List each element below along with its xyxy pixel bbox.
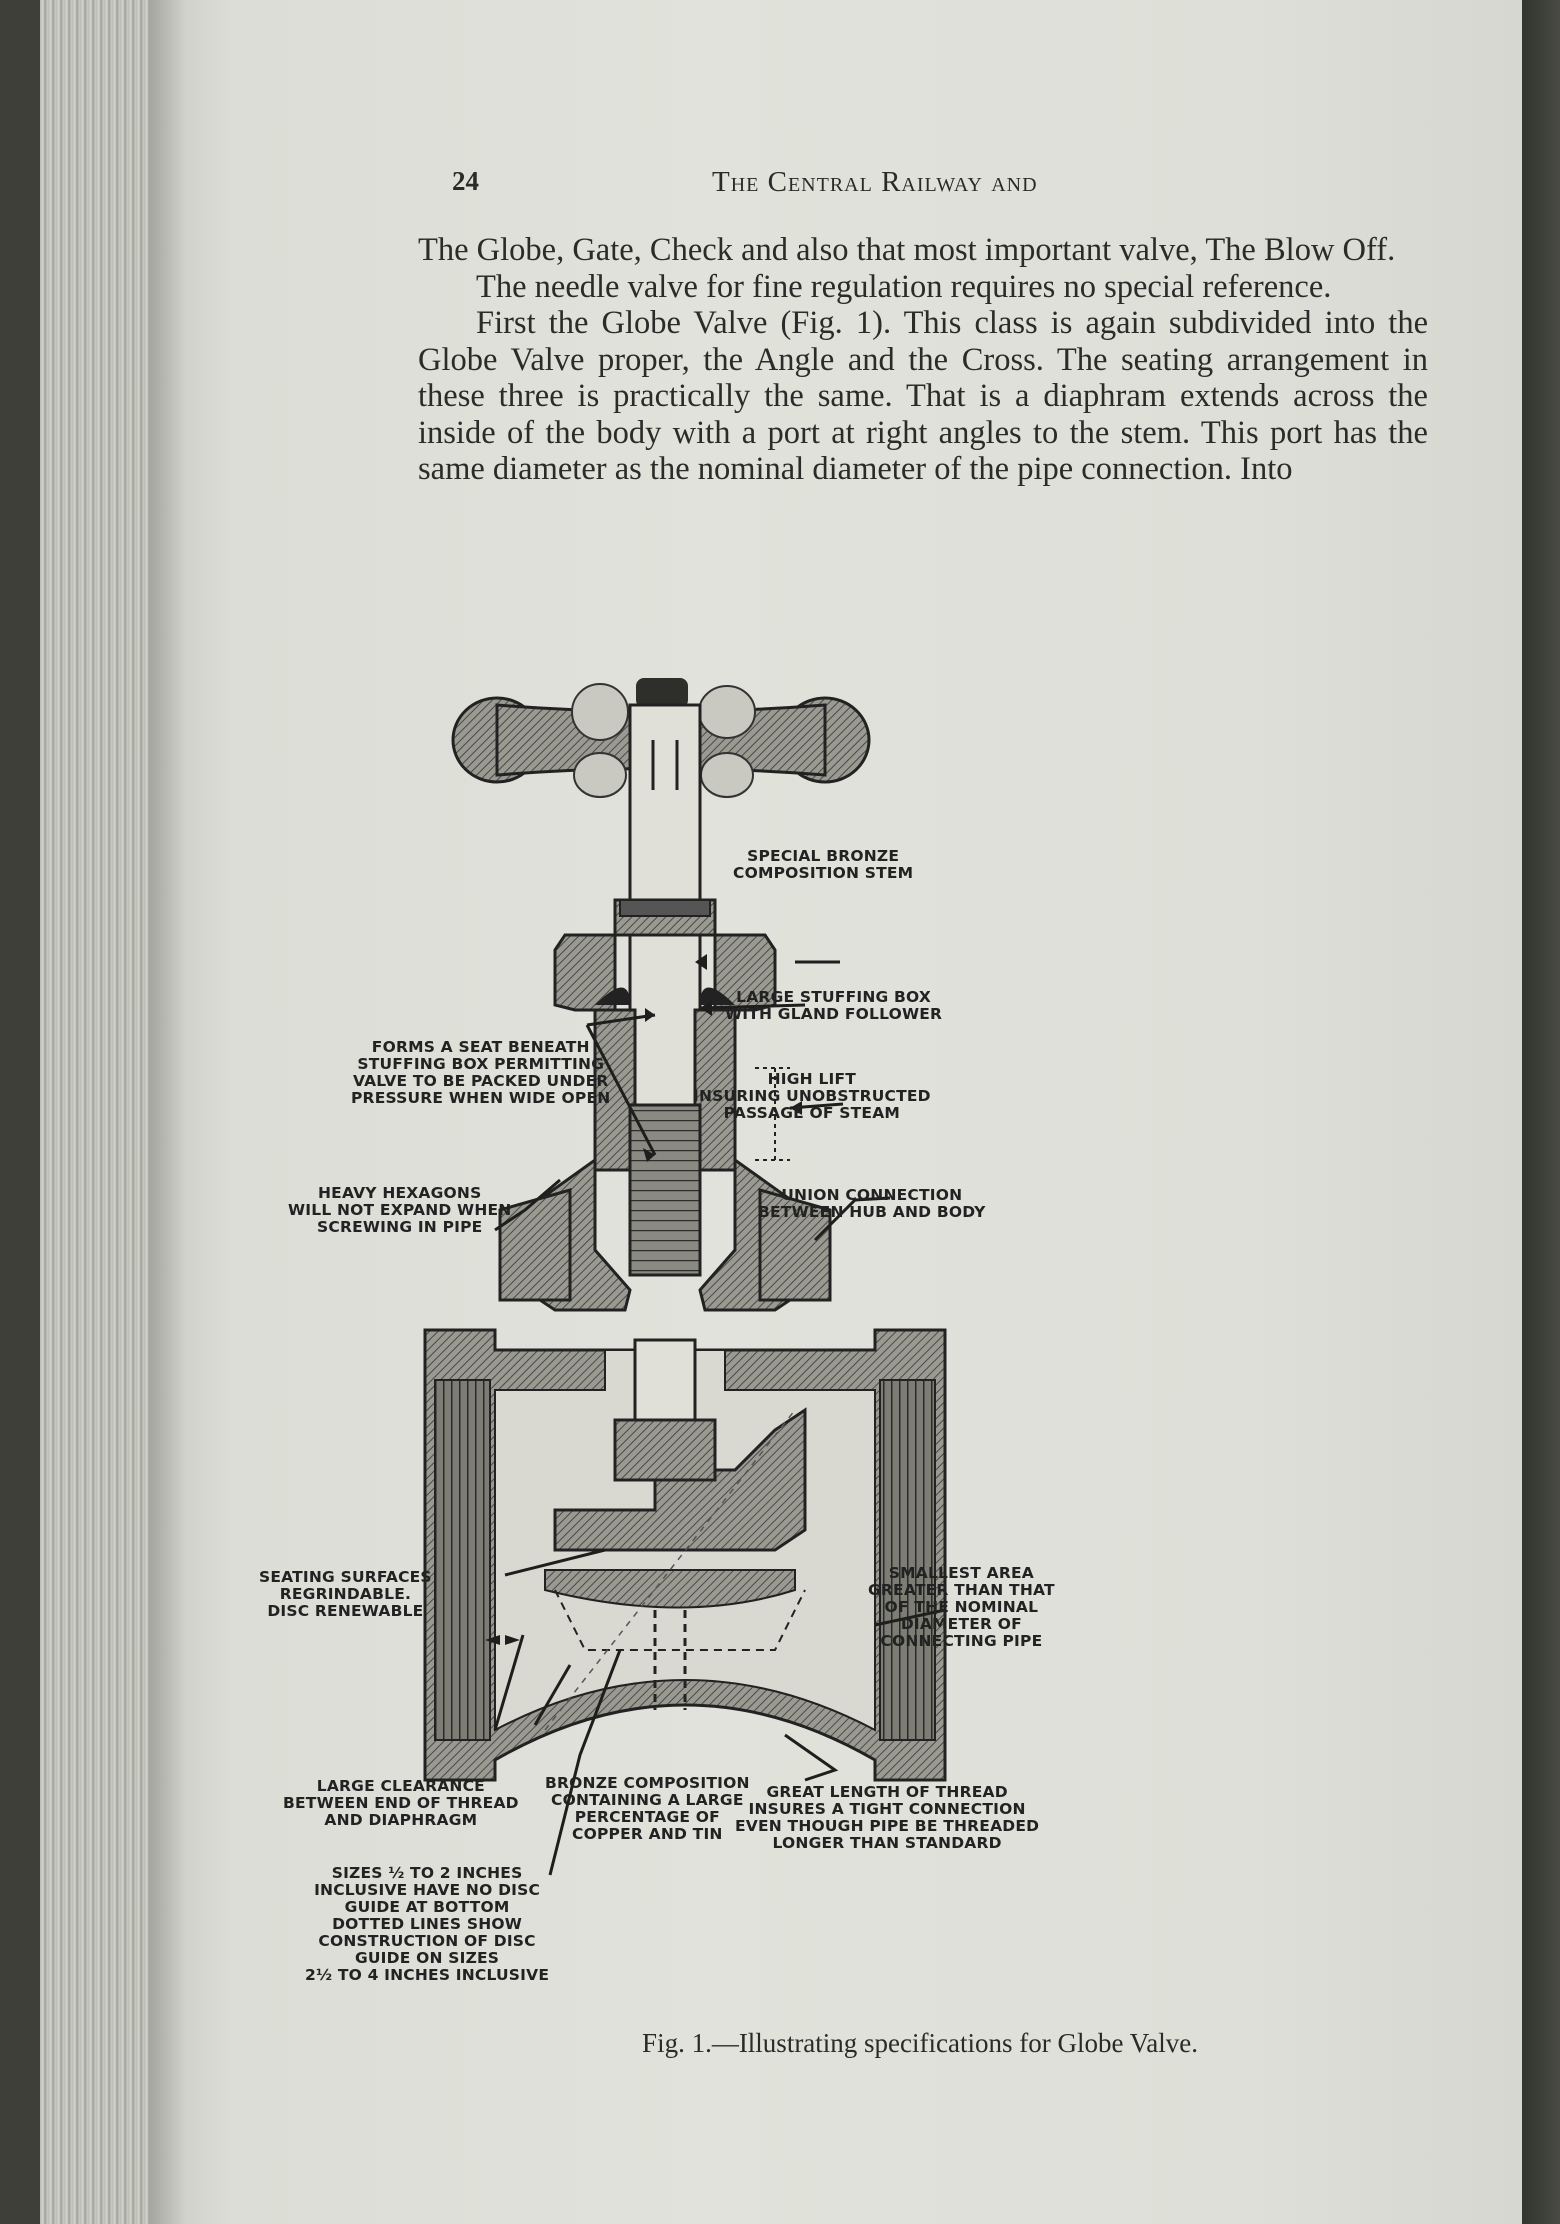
label-union: UNION CONNECTION BETWEEN HUB AND BODY	[758, 1186, 986, 1221]
label-clearance: LARGE CLEARANCE BETWEEN END OF THREAD AN…	[283, 1777, 519, 1829]
globe-valve-figure: SPECIAL BRONZE COMPOSITION STEM LARGE ST…	[259, 650, 1465, 2020]
label-hexagons: HEAVY HEXAGONS WILL NOT EXPAND WHEN SCRE…	[288, 1184, 512, 1236]
label-seating: SEATING SURFACES REGRINDABLE. DISC RENEW…	[259, 1568, 432, 1620]
union-nut	[498, 1188, 832, 1302]
label-stuffing-box: LARGE STUFFING BOX WITH GLAND FOLLOWER	[725, 988, 943, 1023]
handwheel	[451, 678, 871, 798]
label-high-lift: HIGH LIFT INSURING UNOBSTRUCTED PASSAGE …	[693, 1070, 931, 1122]
label-sizes: SIZES ½ TO 2 INCHES INCLUSIVE HAVE NO DI…	[305, 1864, 550, 1984]
paragraph-3: First the Globe Valve (Fig. 1). This cla…	[418, 305, 1428, 487]
valve-body	[423, 1328, 947, 1782]
label-stem: SPECIAL BRONZE COMPOSITION STEM	[733, 847, 914, 882]
leader-lines	[493, 960, 946, 1876]
arrow-heads	[485, 954, 802, 1645]
globe-valve-drawing	[423, 678, 947, 1876]
gutter-shadow	[150, 0, 186, 2224]
high-lift-bracket	[755, 1067, 790, 1161]
label-seat-beneath: FORMS A SEAT BENEATH STUFFING BOX PERMIT…	[351, 1038, 611, 1107]
label-bronze-body: BRONZE COMPOSITION CONTAINING A LARGE PE…	[545, 1774, 750, 1843]
label-smallest-area: SMALLEST AREA GREATER THAN THAT OF THE N…	[868, 1564, 1055, 1650]
page-paper	[150, 0, 1522, 2224]
body-text: The Globe, Gate, Check and also that mos…	[418, 232, 1428, 488]
figure-caption: Fig. 1.—Illustrating specifications for …	[642, 2028, 1198, 2058]
label-thread-length: GREAT LENGTH OF THREAD INSURES A TIGHT C…	[735, 1783, 1040, 1852]
running-title: The Central Railway and	[712, 166, 1038, 198]
paragraph-1: The Globe, Gate, Check and also that mos…	[418, 232, 1396, 268]
paragraph-2: The needle valve for fine regulation req…	[476, 268, 1332, 305]
page-number: 24	[452, 166, 479, 196]
running-header: 24 The Central Railway and	[420, 166, 1440, 206]
